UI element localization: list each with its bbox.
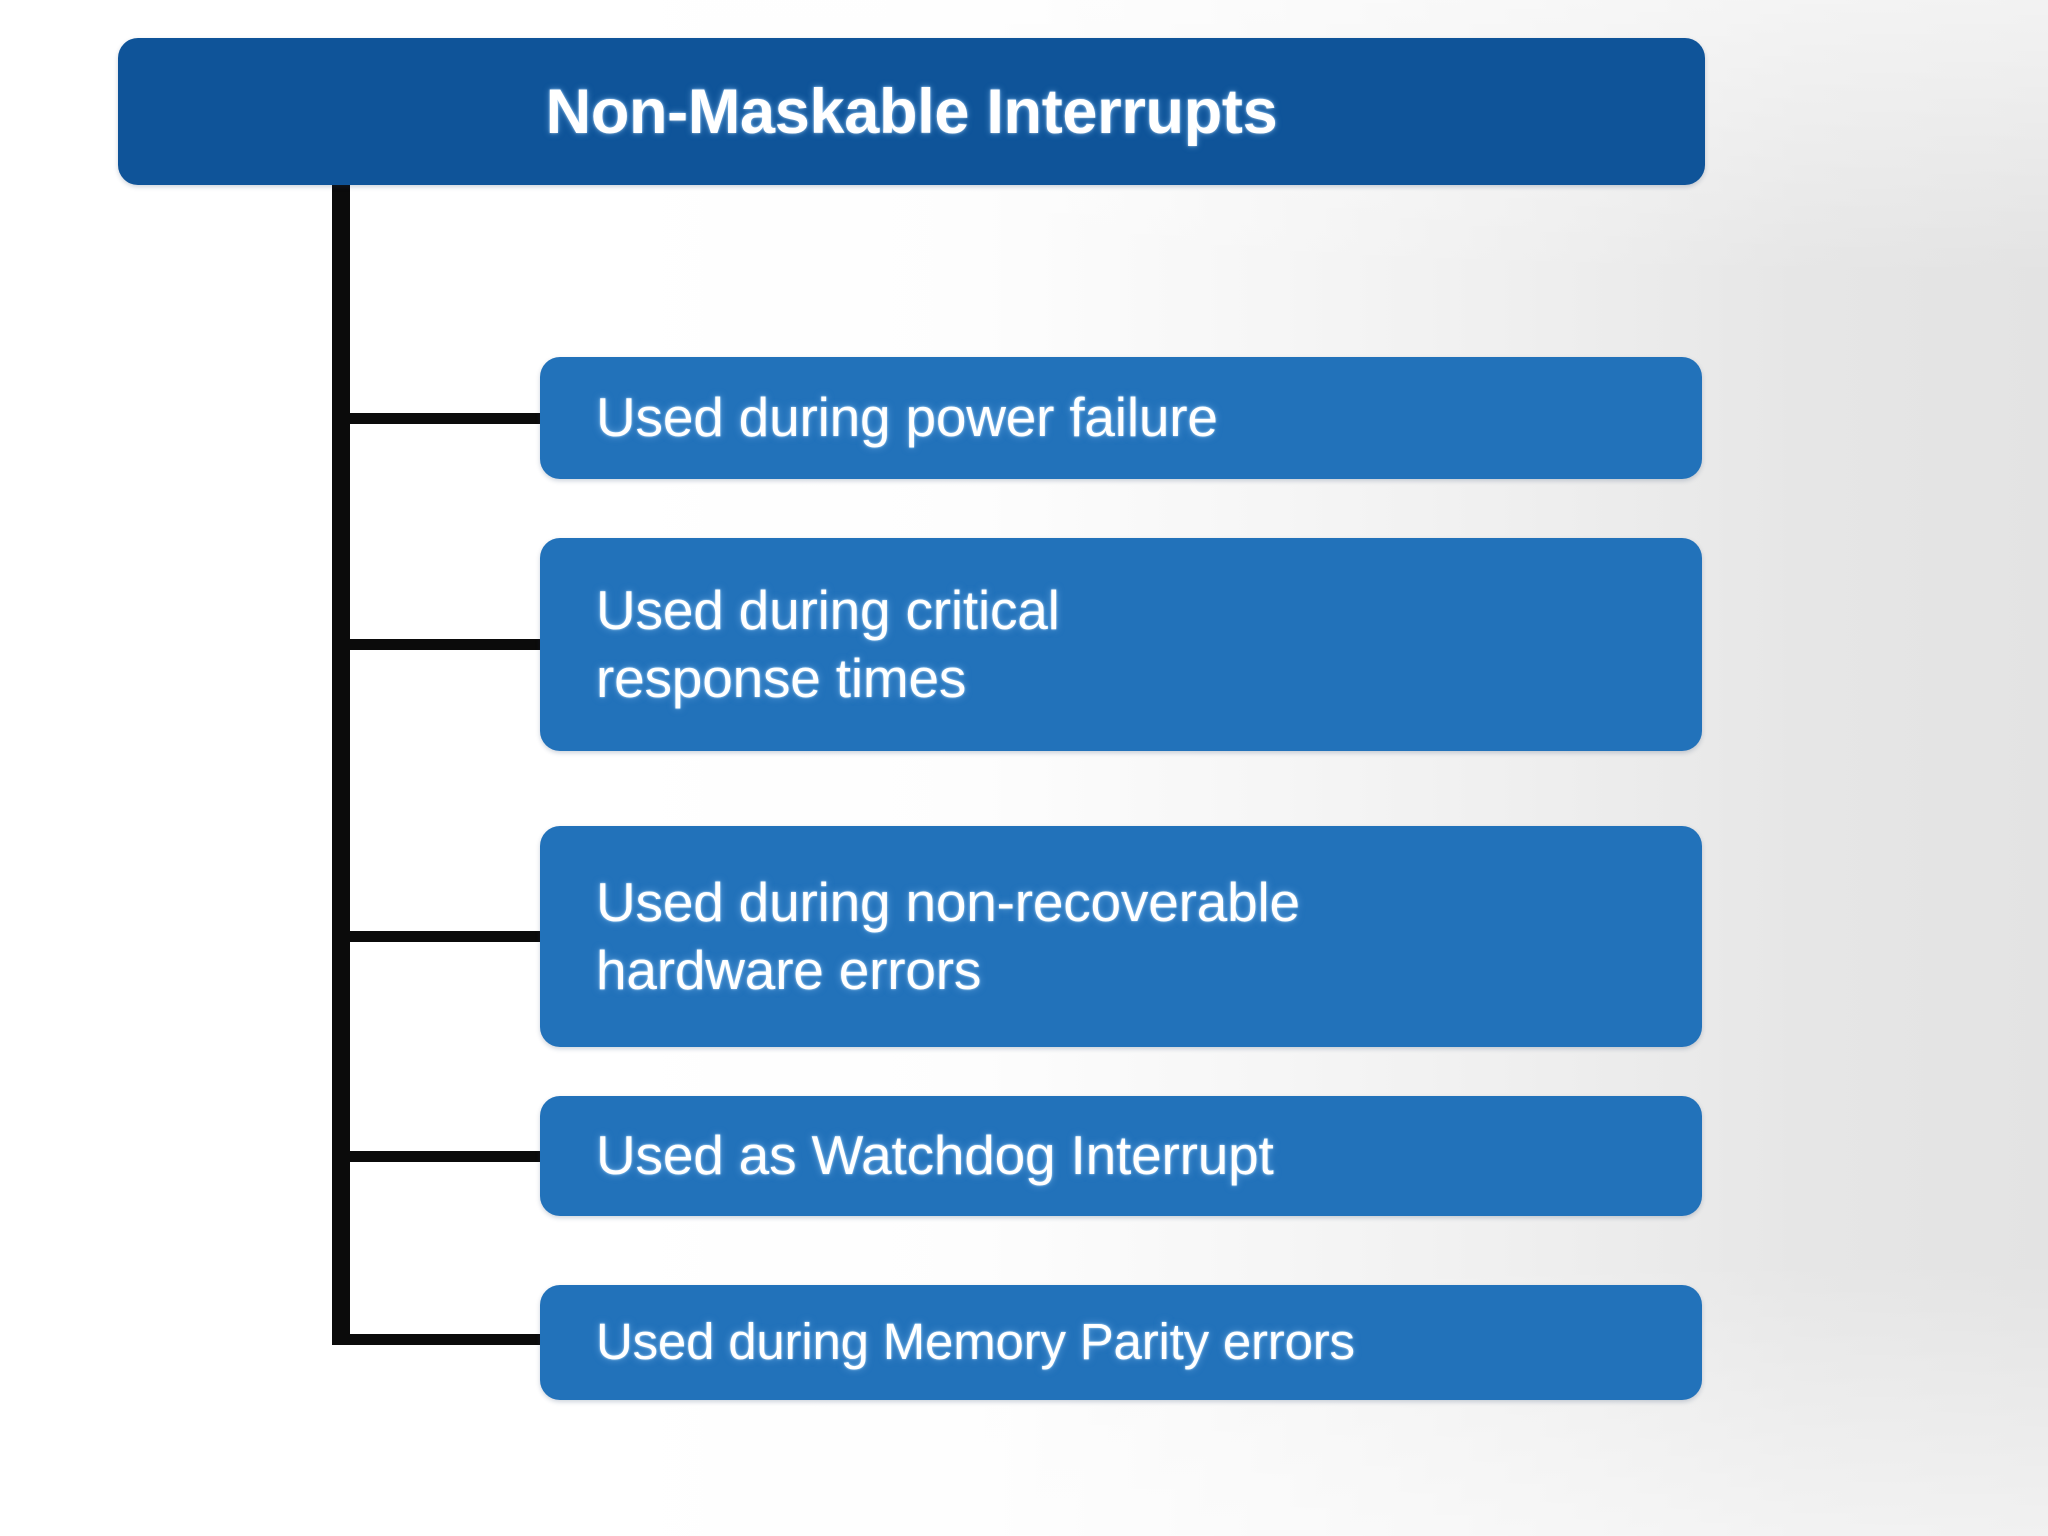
- child-node-label: Used during critical response times: [596, 579, 1060, 709]
- branch-connector-5: [340, 1334, 548, 1345]
- child-node-label: Used as Watchdog Interrupt: [596, 1124, 1274, 1187]
- child-node-memory-parity-errors[interactable]: Used during Memory Parity errors: [540, 1285, 1702, 1400]
- child-node-power-failure[interactable]: Used during power failure: [540, 357, 1702, 479]
- child-node-non-recoverable-hardware-errors[interactable]: Used during non-recoverable hardware err…: [540, 826, 1702, 1047]
- child-node-critical-response-times[interactable]: Used during critical response times: [540, 538, 1702, 751]
- root-node-non-maskable-interrupts[interactable]: Non-Maskable Interrupts: [118, 38, 1705, 185]
- branch-connector-3: [340, 931, 548, 942]
- root-node-label: Non-Maskable Interrupts: [545, 76, 1278, 147]
- branch-connector-4: [340, 1151, 548, 1162]
- child-node-label: Used during non-recoverable hardware err…: [596, 871, 1300, 1001]
- branch-connector-1: [340, 413, 548, 424]
- child-node-label: Used during Memory Parity errors: [596, 1313, 1355, 1371]
- child-node-label: Used during power failure: [596, 386, 1218, 449]
- tree-trunk-line: [332, 140, 350, 1345]
- branch-connector-2: [340, 639, 548, 650]
- child-node-watchdog-interrupt[interactable]: Used as Watchdog Interrupt: [540, 1096, 1702, 1216]
